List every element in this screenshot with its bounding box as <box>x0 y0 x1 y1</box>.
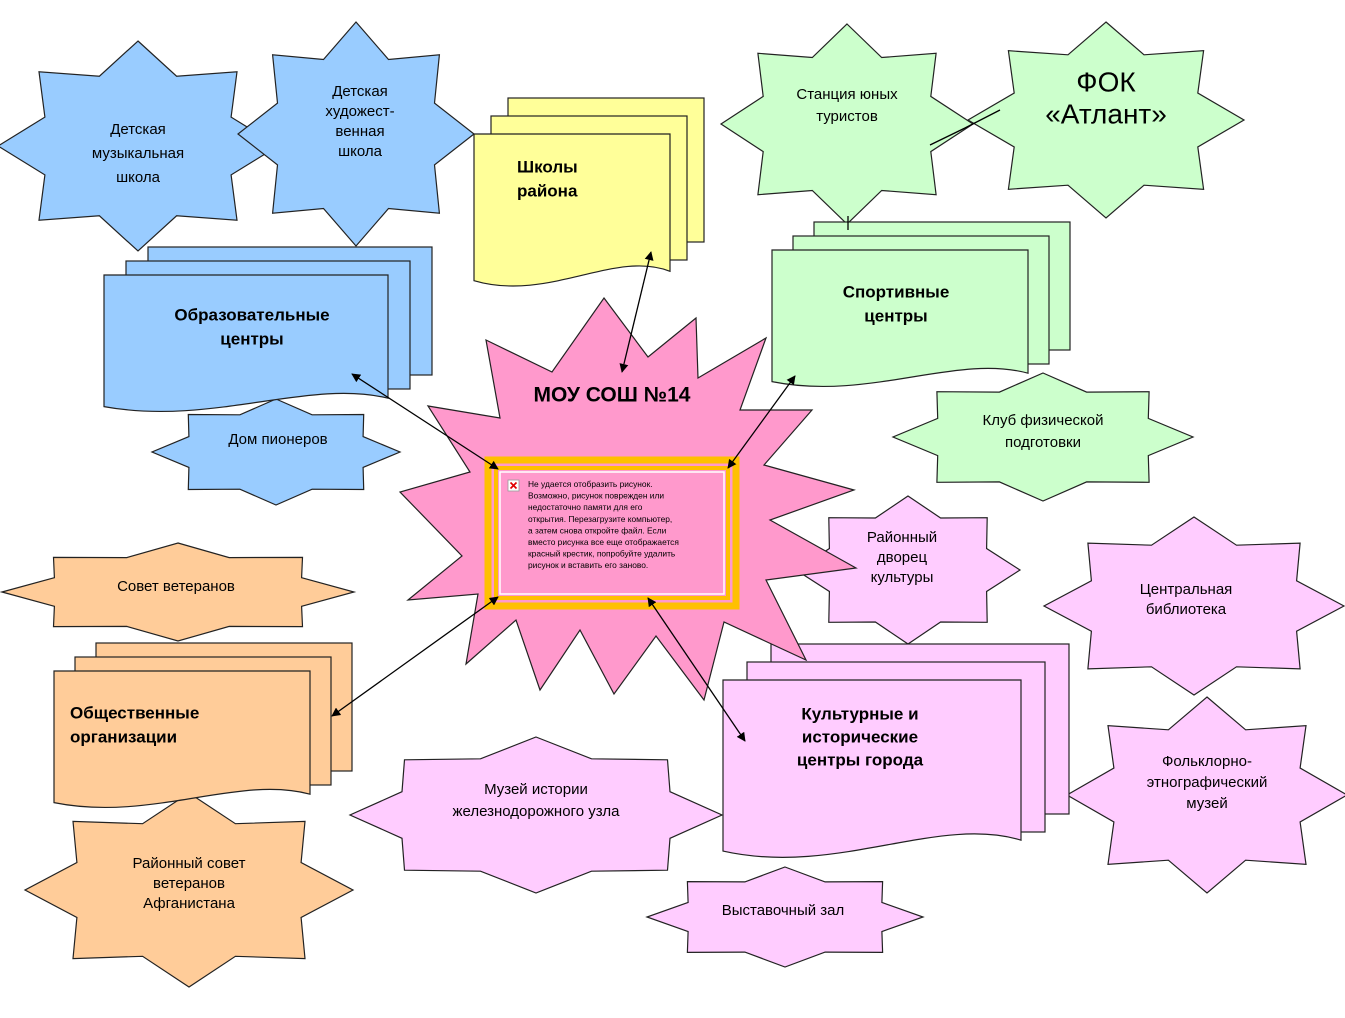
railway_museum-label-line: Музей истории <box>484 781 588 798</box>
music_school-label-line: музыкальная <box>92 145 184 162</box>
physical_club-label-line: Клуб физической <box>982 412 1103 429</box>
node-folk-museum: Фольклорно-этнографический музей <box>1065 696 1345 894</box>
education_centers-label-line: центры <box>220 329 283 348</box>
node-physical-club: Клуб физической подготовки <box>891 372 1195 502</box>
broken-image-message-line: недостаточно памяти для его <box>528 502 643 512</box>
culture_palace-label-line: Районный <box>867 529 937 546</box>
star-shape <box>23 792 355 988</box>
sport_centers-label-line: центры <box>864 306 927 325</box>
sport_centers-label-line: Спортивные <box>843 282 950 301</box>
music_school-label-line: школа <box>116 169 161 186</box>
art_school-label-line: художест- <box>325 103 394 120</box>
broken-image-message-line: рисунок и вставить его заново. <box>528 560 648 570</box>
broken-image-message-line: вместо рисунка все еще отображается <box>528 537 679 547</box>
star-shape <box>237 21 475 247</box>
link-tourists-fok <box>929 109 1001 146</box>
center-title: МОУ СОШ №14 <box>534 384 691 407</box>
central_library-label-line: библиотека <box>1146 601 1227 618</box>
young_tourists-label-line: Станция юных <box>796 86 898 103</box>
folk_museum-label-line: Фольклорно- <box>1162 753 1252 770</box>
art_school-label-line: школа <box>338 143 383 160</box>
afghan_veterans-label-line: ветеранов <box>153 875 225 892</box>
document-shape <box>771 249 1029 388</box>
music_school-label-line: Детская <box>110 121 166 138</box>
education_centers-label-line: Образовательные <box>174 305 329 324</box>
fok_atlant-label-line: «Атлант» <box>1045 98 1167 129</box>
folk_museum-label-line: этнографический <box>1147 774 1268 791</box>
star-shape <box>645 866 925 968</box>
node-music-school: Детская музыкальная школа <box>0 40 280 252</box>
folk_museum-label-line: музей <box>1186 795 1227 812</box>
culture_centers-label-line: центры города <box>797 750 924 769</box>
pioneers_house-label-line: Дом пионеров <box>228 431 327 448</box>
star-shape <box>966 21 1246 219</box>
link-sport <box>727 375 796 469</box>
node-sport-centers: Спортивные центры <box>771 221 1071 388</box>
broken-image-placeholder: Не удается отобразить рисунок. Возможно, … <box>484 456 740 610</box>
art_school-label-line: Детская <box>332 83 388 100</box>
fok_atlant-label-line: ФОК <box>1076 66 1136 97</box>
culture_palace-label-line: культуры <box>871 569 934 586</box>
broken-image-message-line: открытия. Перезагрузите компьютер, <box>528 514 672 524</box>
star-shape <box>0 40 280 252</box>
broken-image-message-line: Возможно, рисунок поврежден или <box>528 491 664 501</box>
node-central-library: Центральная библиотека <box>1042 516 1345 696</box>
star-shape <box>0 542 357 642</box>
central_library-label-line: Центральная <box>1140 581 1233 598</box>
broken-image-message-line: красный крестик, попробуйте удалить <box>528 549 676 559</box>
star-shape <box>891 372 1195 502</box>
image-frame-pane <box>499 471 725 595</box>
node-public-orgs: Общественные организации <box>53 642 353 809</box>
node-art-school: Детская художест-венная школа <box>237 21 475 247</box>
link-public <box>331 596 499 717</box>
image-frame-inner <box>494 466 730 600</box>
broken-image-message-line: Не удается отобразить рисунок. <box>528 479 653 489</box>
star-shape <box>1042 516 1345 696</box>
art_school-label-line: венная <box>335 123 384 140</box>
node-culture-centers: Культурные и исторические центры города <box>722 643 1070 858</box>
node-veterans-council: Совет ветеранов <box>0 542 357 642</box>
district_schools-label-line: Школы <box>517 157 578 176</box>
broken-image-icon <box>507 479 520 492</box>
node-pioneers-house: Дом пионеров <box>150 398 402 506</box>
star-shape <box>150 398 402 506</box>
public_orgs-label-line: Общественные <box>70 703 199 722</box>
district_schools-label-line: района <box>517 181 578 200</box>
physical_club-label-line: подготовки <box>1005 434 1081 451</box>
node-young-tourists: Станция юных туристов <box>719 23 975 225</box>
link-culture <box>647 597 746 742</box>
link-education <box>351 373 499 470</box>
broken-image-message-line: а затем снова откройте файл. Если <box>528 525 667 535</box>
young_tourists-label-line: туристов <box>816 108 878 125</box>
culture_centers-label-line: исторические <box>802 727 918 746</box>
document-shape <box>53 670 311 809</box>
afghan_veterans-label-line: Районный совет <box>133 855 246 872</box>
culture_palace-label-line: дворец <box>877 549 928 566</box>
star-shape <box>348 736 724 894</box>
node-fok-atlant: ФОК«Атлант» <box>966 21 1246 219</box>
star-shape <box>1065 696 1345 894</box>
node-railway-museum: Музей истории железнодорожного узла <box>348 736 724 894</box>
afghan_veterans-label-line: Афганистана <box>143 895 235 912</box>
connector-layer <box>331 109 1001 742</box>
shape-layer: Детская музыкальная школа Детская художест-в… <box>0 21 1345 988</box>
culture_centers-label-line: Культурные и <box>801 704 918 723</box>
document-shape <box>722 679 1022 858</box>
public_orgs-label-line: организации <box>70 727 177 746</box>
image-frame-outer <box>484 456 740 610</box>
document-shape <box>473 133 671 287</box>
link-schools <box>619 251 654 373</box>
node-district-schools: Школы района <box>473 97 705 287</box>
node-exhibition-hall: Выставочный зал <box>645 866 925 968</box>
exhibition_hall-label-line: Выставочный зал <box>722 902 845 919</box>
railway_museum-label-line: железнодорожного узла <box>452 803 620 820</box>
veterans_council-label-line: Совет ветеранов <box>117 578 235 595</box>
node-education-centers: Образовательные центры <box>103 246 433 413</box>
